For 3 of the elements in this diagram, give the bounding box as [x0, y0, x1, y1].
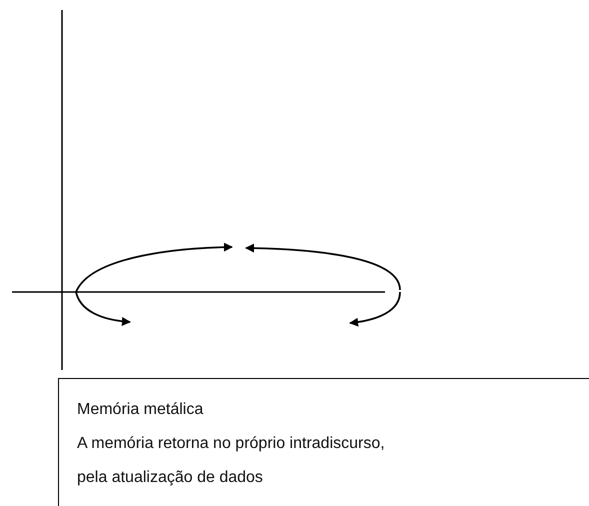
text-box — [58, 378, 589, 506]
box-heading: Memória metálica — [77, 400, 204, 420]
box-text: A memória retorna no próprio intradiscurso, pela atualização de dados — [77, 434, 386, 488]
